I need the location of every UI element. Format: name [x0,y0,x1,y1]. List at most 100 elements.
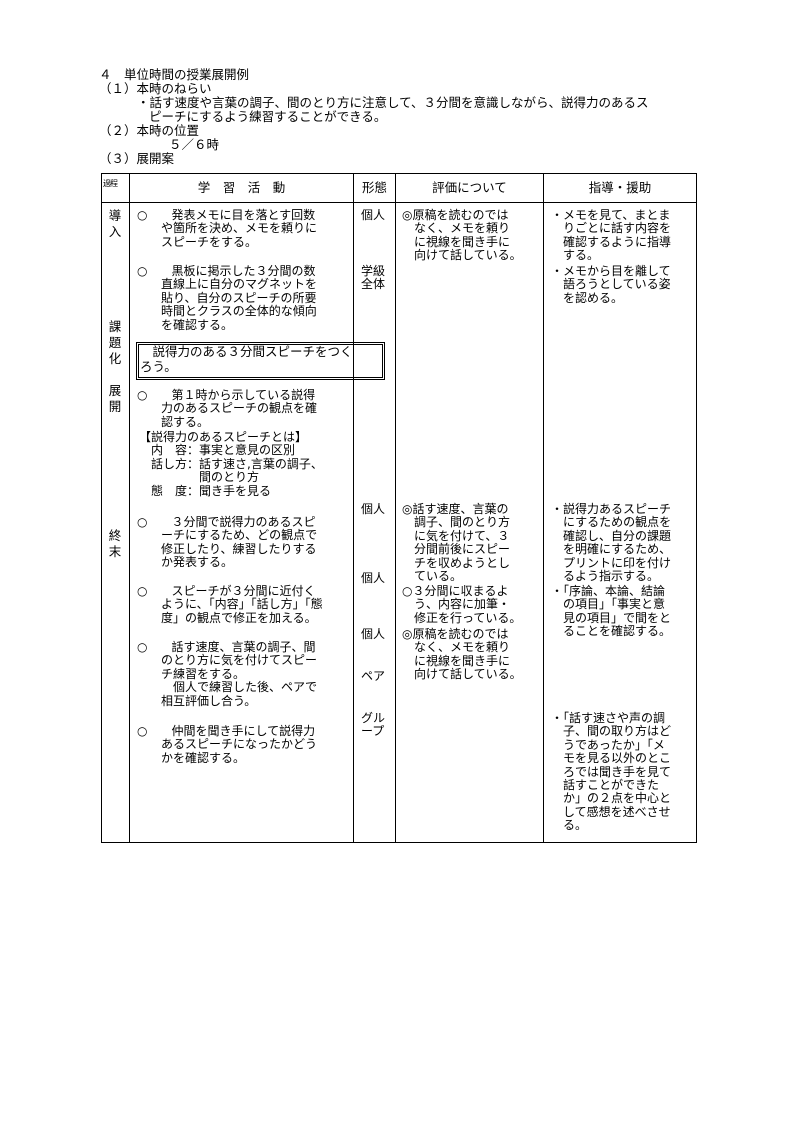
text-line: ープ [361,724,385,739]
text-line: 分間前後にスピー [402,542,511,557]
text-line: を確認する。 [137,317,234,332]
text-line: チを収めようとし [402,555,511,570]
stage-char: 展 [108,383,122,398]
text-line: 全体 [361,277,386,292]
text-line: ○ ３分間で説得力のあるスピ [137,515,316,529]
text-line: に気を付けて、３ [402,528,510,543]
text-line: ・説得力あるスピーチ [551,502,672,516]
stage-char: 入 [108,224,122,239]
text-line: 力のあるスピーチの観点を確 [137,401,318,416]
text-line: 認する。 [137,414,210,429]
aim-line-2: ピーチにするよう練習することができる。 [149,109,387,124]
aim-label: （１）本時のねらい [99,81,212,96]
header-stage: 過程 [103,179,118,188]
stage-char: 化 [108,351,122,366]
header-evaluation: 評価について [432,180,507,195]
text-line: を明確にするため、 [551,542,672,557]
text-line: ○３分間に収まるよ [402,584,509,598]
form-3: 個人 [361,502,386,516]
text-line: 相互評価し合う。 [137,693,257,708]
text-line: ることを確認する。 [551,624,672,639]
lesson-goal-box [136,342,385,380]
activity-1: ○ 発表メモに目を落とす回数 や箇所を決め、メモを頼りに スピーチをする。 [137,208,318,249]
activity-7: ○ 仲間を聞き手にして説得力 あるスピーチになったかどう かを確認する。 [137,724,318,765]
guidance-2: ・メモから目を離して 語ろうとしている姿 を認める。 [551,264,671,305]
text-line: 確認し、自分の課題 [551,528,672,543]
col-divider [353,174,354,842]
text-line: ろでは聞き手を見て [551,764,672,779]
text-line: 向けて話している。 [402,667,522,682]
evaluation-4: ◎原稿を読むのでは なく、メモを頼り に視線を聞き手に 向けて話している。 [402,627,522,682]
text-line: る。 [551,818,588,833]
speech-points: 【説得力のあるスピーチとは】 内 容：事実と意見の区別 話し方：話す速さ,言葉の… [139,430,323,498]
guidance-4: ・「序論、本論、結論 の項目」「事実と意 見の項目」で間をと ることを確認する。 [551,584,672,639]
text-line: 説得力のある３分間スピーチをつく [140,344,353,359]
header-form: 形態 [361,180,387,195]
text-line: ・「話す速さや声の調 [551,711,666,725]
text-line: 間のとり方 [139,470,260,485]
text-line: 時間とクラスの全体的な傾向 [137,304,317,319]
text-line: ○ 黒板に掲示した３分間の数 [137,264,316,278]
guidance-5: ・「話す速さや声の調 子、間の取り方はど うであったか」「メ モを見る以外のとこ… [551,711,672,833]
text-line: ・メモから目を離して [551,264,671,278]
text-line: チ練習をする。 [137,666,246,681]
stage-char: 終 [108,528,122,543]
text-line: スピーチをする。 [137,234,258,249]
text-line: 子、間の取り方はど [551,724,672,739]
text-line: 話し方：話す速さ,言葉の調子、 [139,456,323,471]
text-line: か発表する。 [137,555,234,570]
guidance-3: ・説得力あるスピーチ にするための観点を 確認し、自分の課題 を明確にするため、… [551,502,672,583]
text-line: ーチにするため、どの観点で [137,528,318,543]
text-line: ている。 [402,569,463,584]
form-4: 個人 [361,571,386,585]
text-line: のとり方に気を付けてスピー [137,653,318,668]
text-line: プリントに印を付け [551,555,672,570]
text-line: ○ スピーチが３分間に近付く [137,584,316,598]
text-line: して感想を述べさせ [551,804,671,819]
form-7: グループ [361,711,385,739]
text-line: あるスピーチになったかどう [137,737,318,752]
text-line: ・メモを見て、まとま [551,208,671,222]
text-line: に視線を聞き手に [402,234,511,249]
text-line: 個人で練習した後、ペアで [137,680,318,695]
stage-char: 課 [108,319,122,334]
form-5: 個人 [361,627,386,641]
text-line: う、内容に加筆・ [402,597,511,612]
text-line: ○ 発表メモに目を落とす回数 [137,208,316,222]
text-line: する。 [551,248,600,263]
activity-3: ○ 第１時から示している説得 力のあるスピーチの観点を確 認する。 [137,388,318,429]
text-line: ・「序論、本論、結論 [551,584,666,598]
text-line: ○ 話す速度、言葉の調子、間 [137,640,316,654]
lesson-goal: 説得力のある３分間スピーチをつくろう。 [140,344,353,374]
text-line: ◎原稿を読むのでは [402,208,509,222]
evaluation-2: ◎話す速度、言葉の 調子、間のとり方 に気を付けて、３ 分間前後にスピー チを収… [402,502,511,584]
text-line: うであったか」「メ [551,737,665,752]
text-line: モを見る以外のとこ [551,751,672,766]
header-guidance: 指導・援助 [588,180,652,195]
plan-label: （３）展開案 [99,151,175,166]
text-line: 確認するように指導 [551,234,672,249]
text-line: にするための観点を [551,515,672,530]
text-line: を認める。 [551,290,624,305]
text-line: ◎原稿を読むのでは [402,627,509,641]
evaluation-3: ○３分間に収まるよ う、内容に加筆・ 修正を行っている。 [402,584,521,625]
text-line: 話すことができた [551,778,660,793]
text-line: 貼り、自分のスピーチの所要 [137,290,317,305]
aim-line-1: ・話す速度や言葉の調子、間のとり方に注意して、３分間を意識しながら、説得力のある… [137,95,649,110]
text-line: に視線を聞き手に [402,653,511,668]
text-line: ように、｢内容｣「話し方」「態 [137,597,323,612]
text-line: ○ 第１時から示している説得 [137,388,316,402]
text-line: 学級 [361,264,386,278]
col-divider [395,174,396,842]
text-line: か」の２点を中心と [551,791,672,806]
text-line: りごとに話す内容を [551,221,672,236]
text-line: や箇所を決め、メモを頼りに [137,221,318,236]
header-divider [102,202,696,203]
text-line: ◎話す速度、言葉の [402,502,509,516]
text-line: なく、メモを頼り [402,640,511,655]
text-line: 調子、間のとり方 [402,515,511,530]
form-1: 個人 [361,208,386,222]
stage-char: 題 [108,335,122,350]
lesson-plan-table: 学 習 活 動 形態 評価について 指導・援助 [101,173,697,843]
form-2: 学級全体 [361,264,386,292]
